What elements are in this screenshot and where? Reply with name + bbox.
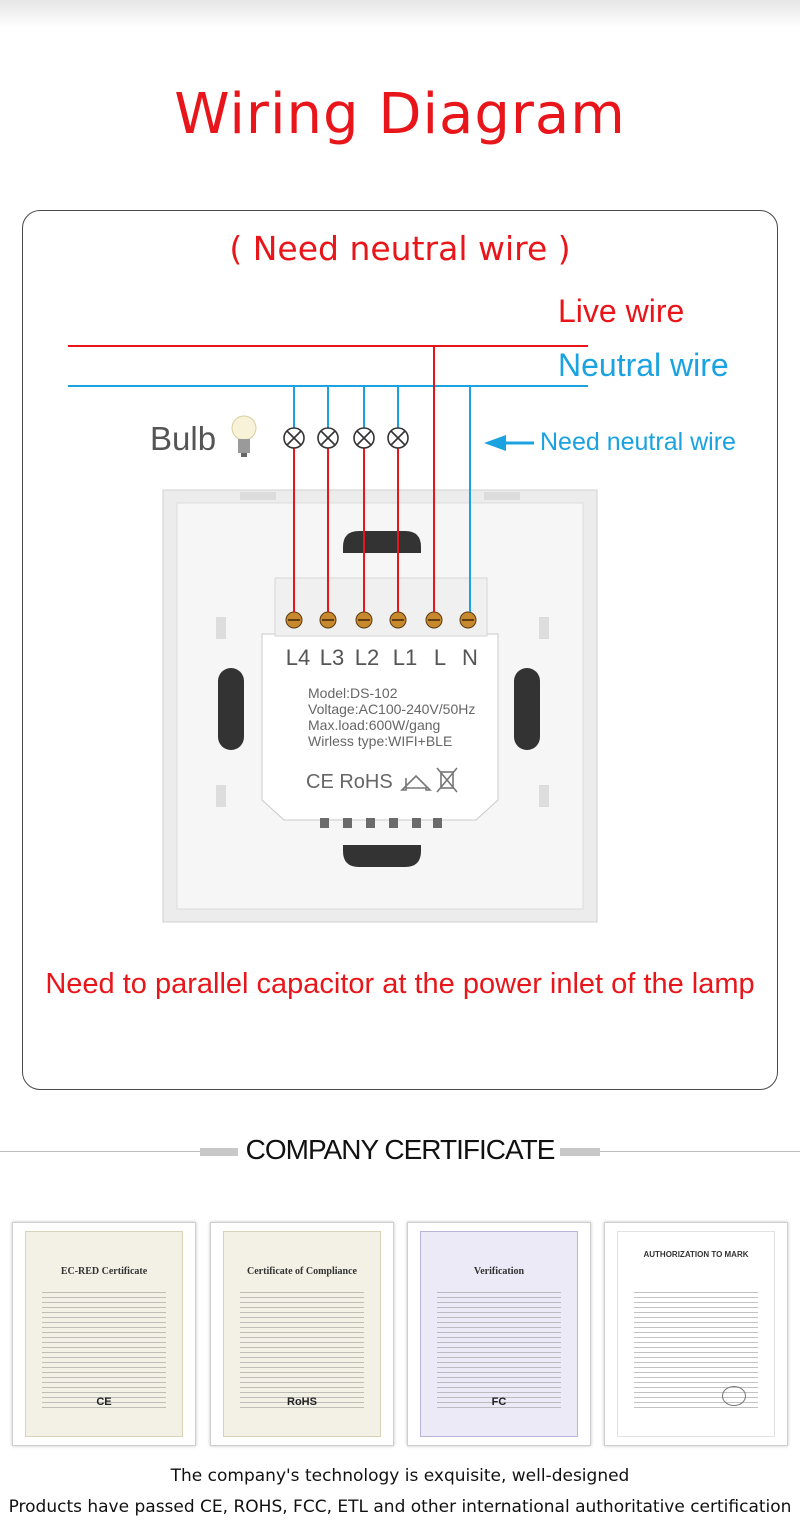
certificate-card-2: Certificate of Compliance RoHS	[210, 1222, 394, 1446]
certificate-card-3: Verification FC	[407, 1222, 591, 1446]
terminal-label-n: N	[462, 645, 478, 670]
device-voltage: Voltage:AC100-240V/50Hz	[308, 701, 475, 717]
device-wireless: Wirless type:WIFI+BLE	[308, 733, 452, 749]
terminal-label-l1: L1	[393, 645, 417, 670]
divider-right	[560, 1148, 600, 1156]
divider-right-thin	[600, 1151, 800, 1152]
bulb-label: Bulb	[150, 420, 217, 457]
light-bulb-icon	[231, 415, 257, 457]
certificate-title: Verification	[473, 1266, 525, 1277]
terminal-label-l2: L2	[355, 645, 379, 670]
certificate-title: EC-RED Certificate	[60, 1266, 148, 1277]
footer-line-1: The company's technology is exquisite, w…	[170, 1466, 630, 1486]
wiring-diagram: L4 L3 L2 L1 L N Model:DS-102 Voltage:AC1…	[68, 345, 598, 923]
certificate-text	[437, 1288, 561, 1408]
page-title: Wiring Diagram	[174, 82, 626, 147]
switch-plate: L4 L3 L2 L1 L N Model:DS-102 Voltage:AC1…	[162, 489, 598, 923]
certificate-seal	[722, 1386, 746, 1406]
device-marks: CE RoHS	[306, 771, 393, 793]
arrow-left-icon	[484, 435, 534, 451]
certificate-title: AUTHORIZATION TO MARK	[643, 1250, 749, 1259]
capacitor-note: Need to parallel capacitor at the power …	[45, 968, 755, 1000]
neutral-arrow-label: Need neutral wire	[540, 428, 736, 456]
certificate-mark: FC	[491, 1396, 507, 1408]
certificate-card-4: AUTHORIZATION TO MARK	[604, 1222, 788, 1446]
terminal-label-l: L	[434, 645, 446, 670]
terminal-label-l3: L3	[320, 645, 344, 670]
company-certificate-heading: COMPANY CERTIFICATE	[245, 1134, 556, 1165]
top-shade	[0, 0, 800, 28]
live-wire-label: Live wire	[558, 293, 685, 329]
divider-left	[200, 1148, 238, 1156]
certificate-mark: CE	[96, 1396, 112, 1408]
weee-bin-icon	[436, 767, 458, 793]
certificate-mark: RoHS	[287, 1396, 317, 1408]
terminal-label-l4: L4	[286, 645, 310, 670]
divider-left-thin	[0, 1151, 200, 1152]
certificate-text	[42, 1288, 166, 1408]
need-neutral-wire-note: ( Need neutral wire )	[229, 229, 571, 268]
neutral-wire-label: Neutral wire	[558, 347, 729, 383]
device-model: Model:DS-102	[308, 685, 398, 701]
device-max-load: Max.load:600W/gang	[308, 717, 440, 733]
certificate-text	[240, 1288, 364, 1408]
certificate-card-1: EC-RED Certificate CE	[12, 1222, 196, 1446]
indoor-use-icon	[400, 774, 432, 791]
footer-line-2: Products have passed CE, ROHS, FCC, ETL …	[8, 1497, 792, 1517]
certificate-title: Certificate of Compliance	[247, 1266, 357, 1277]
